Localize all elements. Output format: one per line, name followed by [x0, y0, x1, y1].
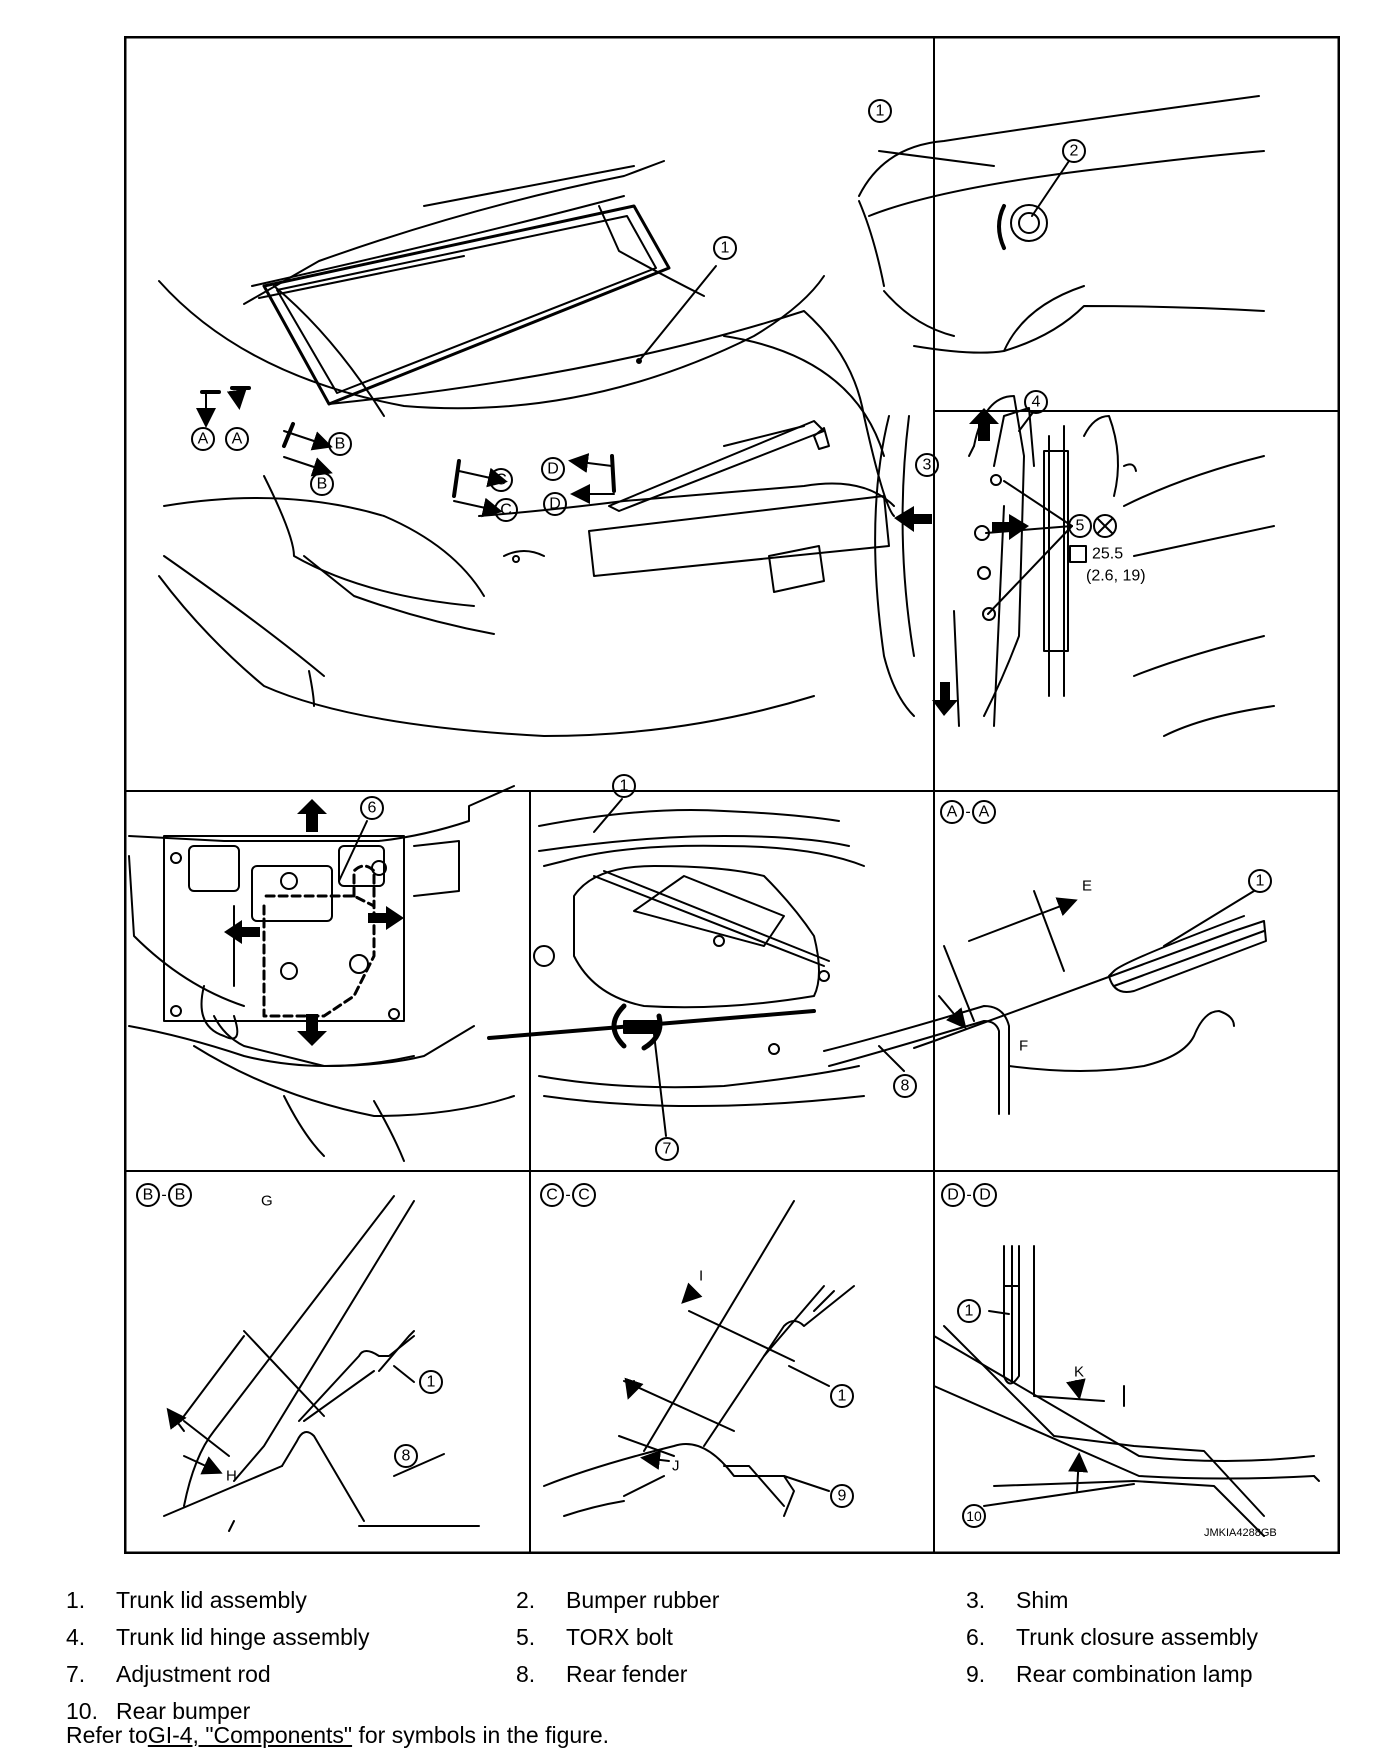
bumper-rubber-detail	[858, 95, 1265, 354]
legend-label: Rear fender	[566, 1661, 688, 1687]
legend-label: Trunk closure assembly	[1016, 1624, 1259, 1650]
marker-a-right: A	[232, 431, 243, 448]
legend-label: Rear bumper	[116, 1698, 251, 1724]
gap-label-f: F	[1019, 1038, 1028, 1055]
callout-1-main: 1	[721, 240, 730, 257]
callout-2: 2	[1070, 143, 1079, 160]
legend-number: 5.	[516, 1624, 536, 1650]
overview-car-rear	[158, 160, 895, 737]
adjustment-rod-callouts	[612, 774, 679, 1161]
legend-number: 7.	[66, 1661, 86, 1687]
section-a-a	[823, 800, 1267, 1115]
gap-label-g: G	[261, 1193, 273, 1210]
torque-value: 25.5	[1092, 546, 1123, 563]
section-dd-right: D	[979, 1187, 991, 1204]
gap-label-j: J	[672, 1458, 680, 1475]
callout-3: 3	[923, 457, 932, 474]
section-d-d-callouts	[957, 1299, 986, 1528]
callout-1-bb: 1	[427, 1374, 436, 1391]
legend-label: Bumper rubber	[566, 1587, 720, 1613]
section-bb-left: B	[143, 1187, 154, 1204]
legend-label: Trunk lid hinge assembly	[116, 1624, 370, 1650]
legend-number: 10.	[66, 1698, 98, 1724]
marker-b-upper: B	[335, 436, 346, 453]
section-bb-sep: -	[161, 1187, 166, 1204]
refer-suffix: for symbols in the figure.	[352, 1722, 610, 1748]
callout-8-aa: 8	[901, 1078, 910, 1095]
gap-label-i: I	[699, 1268, 703, 1285]
section-aa-left: A	[947, 804, 958, 821]
refer-note: Refer toGI-4, "Components" for symbols i…	[66, 1722, 609, 1749]
refer-prefix: Refer to	[66, 1722, 148, 1748]
section-a-a-callouts	[893, 869, 1272, 1098]
trunk-closure-arrows	[224, 799, 404, 1046]
legend-number: 3.	[966, 1587, 986, 1613]
legend-number: 4.	[66, 1624, 86, 1650]
hinge-detail	[874, 395, 1275, 737]
components-link[interactable]: GI-4, "Components"	[147, 1722, 353, 1748]
legend-number: 2.	[516, 1587, 536, 1613]
legend-number: 6.	[966, 1624, 986, 1650]
section-b-b	[136, 1183, 480, 1532]
section-dd-sep: -	[966, 1187, 971, 1204]
callout-1-aa: 1	[1256, 873, 1265, 890]
trunk-closure-detail	[128, 785, 515, 1162]
legend-number: 1.	[66, 1587, 86, 1613]
trunk-lid-diagram: 1 A A B B C C D D 1 2 4 3 5 6 1 7 A - A …	[123, 35, 1341, 1555]
legend-label: Rear combination lamp	[1016, 1661, 1253, 1687]
section-b-b-callouts	[394, 1370, 443, 1468]
legend-label: Shim	[1016, 1587, 1069, 1613]
gap-label-e: E	[1082, 878, 1092, 895]
hinge-arrows	[894, 408, 1029, 716]
callout-6: 6	[368, 800, 377, 817]
section-cc-sep: -	[565, 1187, 570, 1204]
bumper-rubber-callouts	[868, 99, 1086, 163]
callout-1-cc: 1	[838, 1388, 847, 1405]
callout-8-bb: 8	[402, 1448, 411, 1465]
section-aa-sep: -	[965, 804, 970, 821]
legend-label: Trunk lid assembly	[116, 1587, 307, 1613]
section-cc-left: C	[546, 1187, 558, 1204]
trunk-closure-callouts	[360, 796, 384, 820]
marker-c-upper: C	[495, 472, 507, 489]
callout-1-dd: 1	[965, 1303, 974, 1320]
marker-a-left: A	[198, 431, 209, 448]
adjustment-rod-detail	[487, 798, 865, 1137]
callout-4: 4	[1032, 394, 1041, 411]
marker-d-upper: D	[547, 461, 559, 478]
section-cc-right: C	[578, 1187, 590, 1204]
callout-9-cc: 9	[838, 1488, 847, 1505]
legend-label: TORX bolt	[566, 1624, 673, 1650]
section-c-c	[540, 1183, 855, 1517]
gap-label-h: H	[226, 1468, 237, 1485]
section-c-c-callouts	[830, 1384, 854, 1508]
legend-number: 9.	[966, 1661, 986, 1687]
legend-label: Adjustment rod	[116, 1661, 271, 1687]
legend-number: 8.	[516, 1661, 536, 1687]
section-bb-right: B	[175, 1187, 186, 1204]
callout-1-rod: 1	[620, 778, 629, 795]
section-d-d	[933, 1183, 1320, 1537]
section-dd-left: D	[947, 1187, 959, 1204]
marker-c-lower: C	[500, 502, 512, 519]
overview-callouts	[191, 236, 737, 522]
section-aa-right: A	[979, 804, 990, 821]
torque-alt: (2.6, 19)	[1086, 568, 1146, 585]
callout-5: 5	[1076, 518, 1085, 535]
gap-label-k: K	[1074, 1364, 1084, 1381]
callout-1-bumper: 1	[876, 103, 885, 120]
callout-10-dd: 10	[966, 1508, 982, 1524]
figure-code: JMKIA4288GB	[1204, 1527, 1277, 1539]
hinge-callouts	[915, 390, 1117, 563]
callout-7: 7	[663, 1141, 672, 1158]
marker-d-lower: D	[549, 496, 561, 513]
marker-b-lower: B	[317, 476, 328, 493]
